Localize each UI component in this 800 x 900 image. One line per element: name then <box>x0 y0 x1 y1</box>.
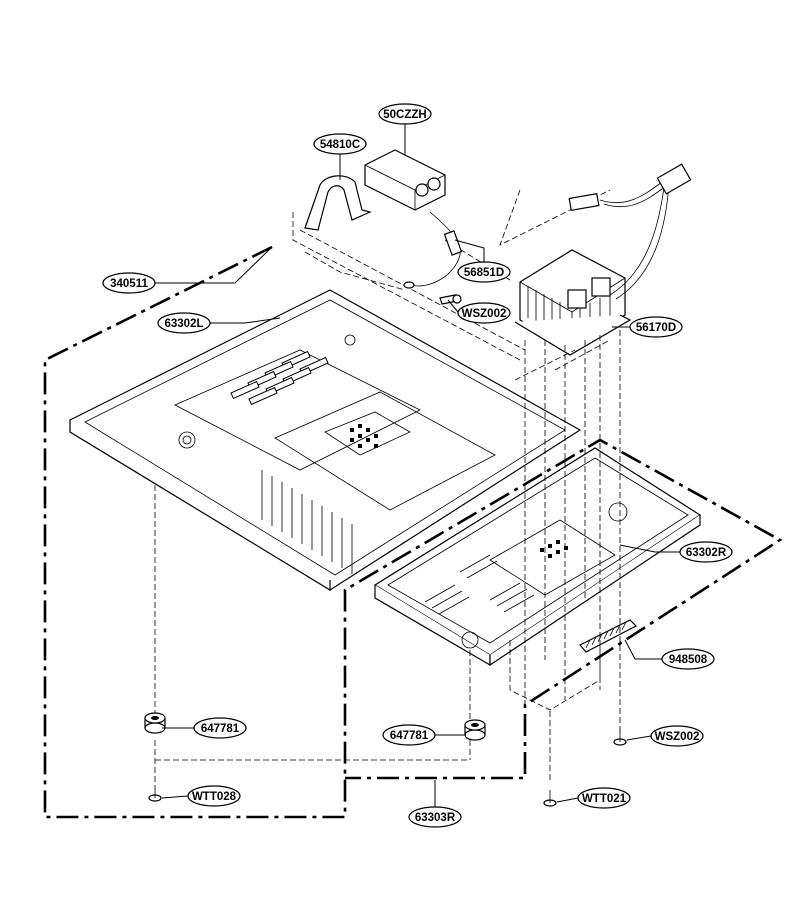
foot-left <box>144 712 166 734</box>
svg-text:56851D: 56851D <box>464 267 504 279</box>
svg-text:WSZ002: WSZ002 <box>462 308 507 320</box>
leader-lines <box>155 124 680 807</box>
diode <box>403 211 463 289</box>
capacitor-bracket <box>304 175 372 231</box>
callout-948508: 948508 <box>661 648 715 670</box>
capacitor <box>364 149 446 211</box>
foot-right <box>464 719 486 741</box>
svg-text:50CZZH: 50CZZH <box>383 109 426 121</box>
svg-text:63302L: 63302L <box>164 318 203 330</box>
callout-WSZ002-top: WSZ002 <box>457 302 511 324</box>
callout-63303R: 63303R <box>408 806 462 828</box>
callout-63302L: 63302L <box>157 312 211 334</box>
vent-holes <box>350 424 378 448</box>
svg-text:WTT021: WTT021 <box>582 793 627 805</box>
transformer <box>514 249 632 356</box>
callout-50CZZH: 50CZZH <box>378 103 432 125</box>
callout-WSZ002-bottom: WSZ002 <box>650 725 704 747</box>
callout-54810C: 54810C <box>313 133 367 155</box>
svg-text:WTT028: WTT028 <box>192 791 237 803</box>
assembly-boundary-340511 <box>43 245 783 819</box>
svg-text:340511: 340511 <box>110 278 148 290</box>
screw-top <box>439 294 462 305</box>
screw-wtt021 <box>543 790 557 807</box>
callout-WTT028: WTT028 <box>187 785 241 807</box>
svg-text:54810C: 54810C <box>320 139 360 151</box>
svg-text:56170D: 56170D <box>636 322 676 334</box>
callout-63302R: 63302R <box>679 541 733 563</box>
guide-lines-vertical <box>154 330 621 785</box>
svg-text:647781: 647781 <box>201 723 240 735</box>
svg-text:WSZ002: WSZ002 <box>655 731 700 743</box>
svg-text:63302R: 63302R <box>686 547 727 559</box>
callout-56851D: 56851D <box>457 261 511 283</box>
screw-wtt028 <box>148 785 162 802</box>
base-plate-right <box>373 447 702 667</box>
side-vents <box>261 470 353 574</box>
callout-56170D: 56170D <box>629 316 683 338</box>
slots-left-plate <box>230 350 329 406</box>
right-vent-holes <box>540 540 568 558</box>
svg-text:647781: 647781 <box>390 730 429 742</box>
right-slots <box>424 554 535 615</box>
callout-340511: 340511 <box>102 272 156 294</box>
screw-wsz002-bottom <box>613 730 627 746</box>
guide-lines-top <box>292 189 611 361</box>
svg-text:63303R: 63303R <box>415 812 456 824</box>
callout-WTT021: WTT021 <box>577 787 631 809</box>
svg-text:948508: 948508 <box>669 654 708 666</box>
mounting-bracket-948508 <box>579 619 638 653</box>
callout-647781-right: 647781 <box>382 724 436 746</box>
callout-647781-left: 647781 <box>193 717 247 739</box>
base-plate-left <box>69 289 582 592</box>
wire-harness <box>568 163 692 300</box>
